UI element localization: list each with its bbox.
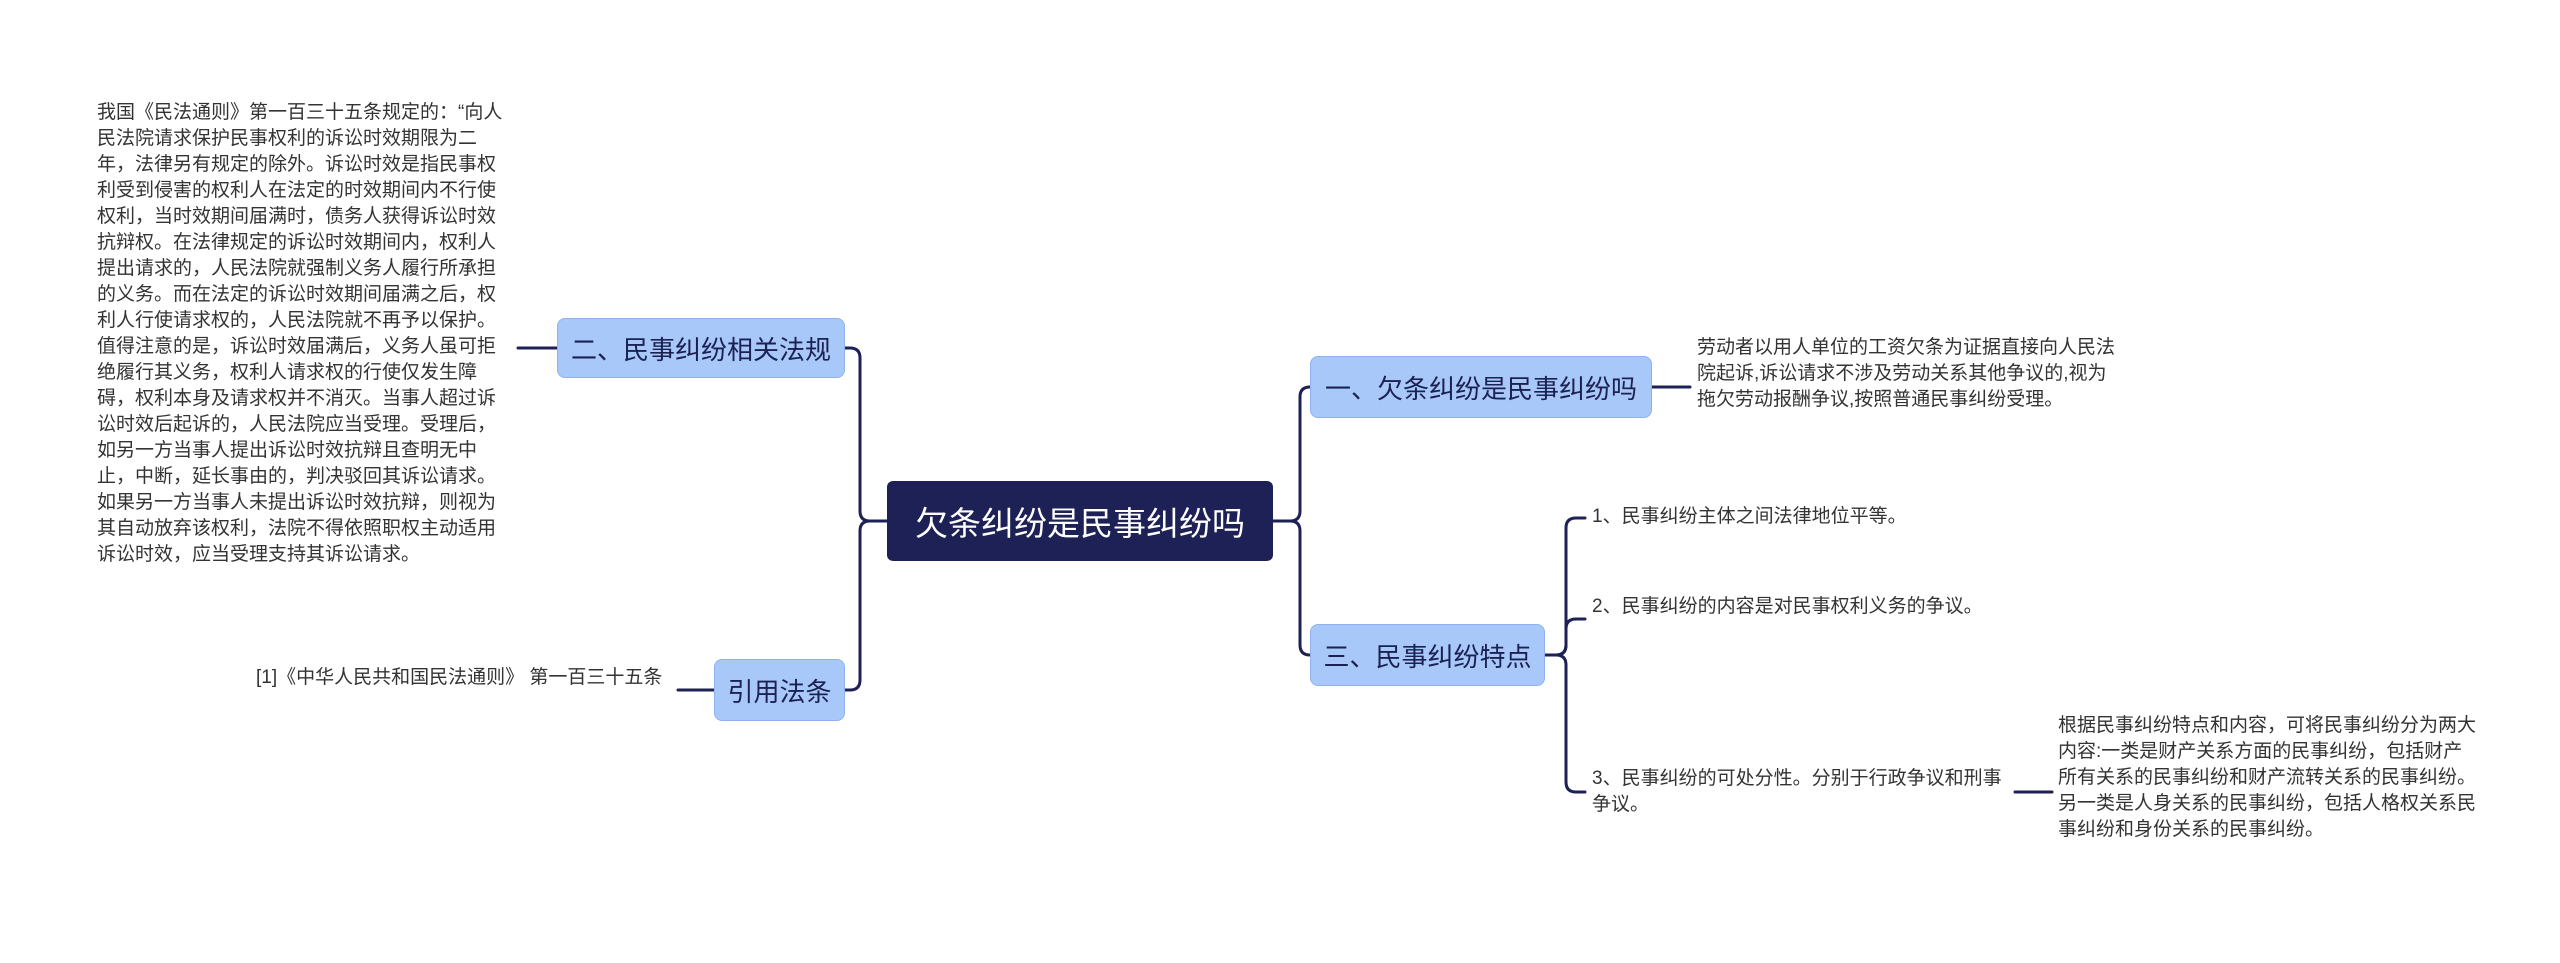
b1-text: 劳动者以用人单位的工资欠条为证据直接向人民法院起诉,诉讼请求不涉及劳动关系其他争…	[1697, 337, 2116, 410]
branch-b1[interactable]: 一、欠条纠纷是民事纠纷吗	[1310, 356, 1652, 418]
branch-b3-label: 三、民事纠纷特点	[1323, 641, 1532, 672]
connector-b3-item3	[1543, 653, 1587, 794]
branch-b1-label: 一、欠条纠纷是民事纠纷吗	[1324, 373, 1637, 404]
root-topic-label: 欠条纠纷是民事纠纷吗	[915, 505, 1245, 542]
b3-item3-detail: 根据民事纠纷特点和内容，可将民事纠纷分为两大内容:一类是财产关系方面的民事纠纷，…	[2058, 715, 2477, 840]
branch-b3[interactable]: 三、民事纠纷特点	[1310, 624, 1545, 686]
b3-item1: 1、民事纠纷主体之间法律地位平等。	[1592, 506, 1907, 527]
root-topic[interactable]: 欠条纠纷是民事纠纷吗	[887, 481, 1273, 561]
connector-root-b3	[1271, 519, 1320, 657]
connector-root-b4	[843, 519, 889, 692]
b3-item3: 3、民事纠纷的可处分性。分别于行政争议和刑事争议。	[1592, 768, 2002, 815]
branch-b2-label: 二、民事纠纷相关法规	[570, 334, 831, 365]
b2-text: 我国《民法通则》第一百三十五条规定的：“向人民法院请求保护民事权利的诉讼时效期限…	[97, 102, 503, 565]
branch-b2[interactable]: 二、民事纠纷相关法规	[557, 318, 845, 378]
branch-b4[interactable]: 引用法条	[714, 659, 845, 721]
b3-item2: 2、民事纠纷的内容是对民事权利义务的争议。	[1592, 596, 1983, 617]
branch-b4-label: 引用法条	[727, 676, 832, 707]
connector-root-b2	[843, 346, 889, 523]
b4-text: [1]《中华人民共和国民法通则》 第一百三十五条	[256, 667, 663, 688]
